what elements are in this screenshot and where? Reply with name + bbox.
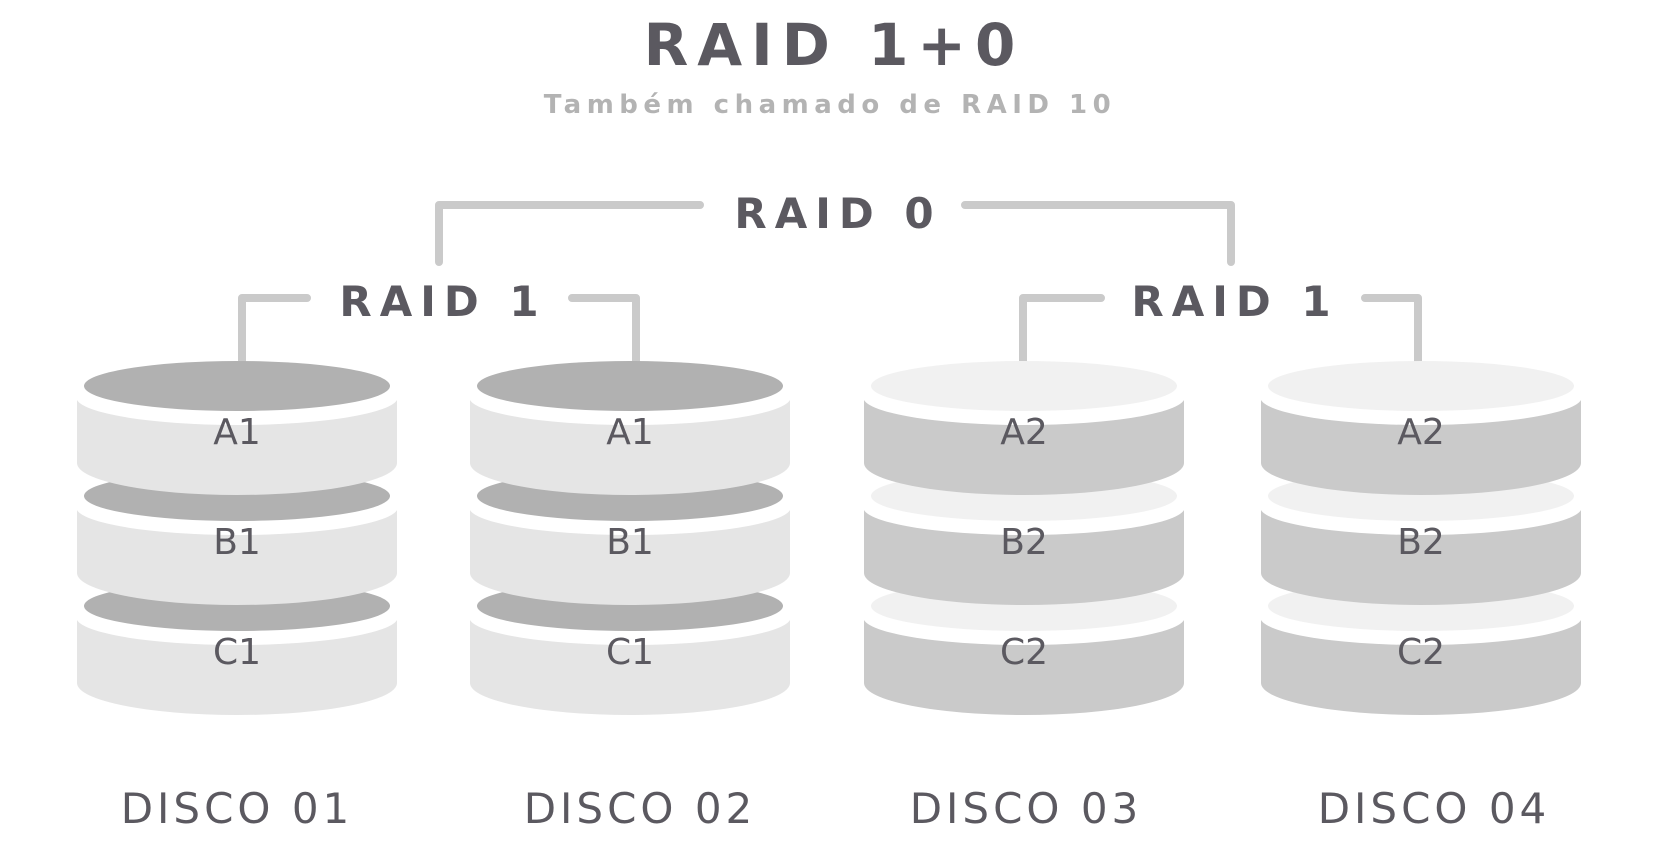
disk-04: C2 B2 A2 bbox=[1260, 361, 1582, 715]
platter-top bbox=[1268, 361, 1574, 411]
raid1-bracket-left-pair: RAID 1 bbox=[238, 277, 640, 397]
platter-body bbox=[1261, 617, 1581, 715]
block-label: B2 bbox=[1000, 522, 1048, 563]
platter-body bbox=[1261, 507, 1581, 605]
platter-b2: B2 bbox=[1260, 471, 1582, 605]
block-label: C1 bbox=[213, 632, 261, 673]
disk-label-03: DISCO 03 bbox=[910, 784, 1143, 833]
disk-label-01: DISCO 01 bbox=[121, 784, 354, 833]
block-label: C2 bbox=[1397, 632, 1445, 673]
diagram-subtitle: Também chamado de RAID 10 bbox=[544, 90, 1116, 120]
block-label: B1 bbox=[606, 522, 654, 563]
raid0-bracket-right-line bbox=[961, 201, 1235, 266]
block-label: A1 bbox=[606, 412, 654, 453]
platter-body bbox=[470, 617, 790, 715]
disk-02: C1 B1 A1 bbox=[469, 361, 791, 715]
platter-body bbox=[77, 507, 397, 605]
platter-body bbox=[864, 507, 1184, 605]
raid1-right-label: RAID 1 bbox=[1131, 277, 1338, 326]
block-label: B2 bbox=[1397, 522, 1445, 563]
raid0-bracket: RAID 0 bbox=[435, 189, 1235, 266]
disk-label-04: DISCO 04 bbox=[1318, 784, 1551, 833]
block-label: C2 bbox=[1000, 632, 1048, 673]
platter-a1: A1 bbox=[469, 361, 791, 495]
platter-top bbox=[477, 361, 783, 411]
disk-label-02: DISCO 02 bbox=[524, 784, 757, 833]
block-label: A1 bbox=[213, 412, 261, 453]
platter-a2: A2 bbox=[1260, 361, 1582, 495]
platter-body bbox=[864, 617, 1184, 715]
platter-body bbox=[77, 397, 397, 495]
block-label: C1 bbox=[606, 632, 654, 673]
block-label: B1 bbox=[213, 522, 261, 563]
platter-body bbox=[864, 397, 1184, 495]
block-label: A2 bbox=[1397, 412, 1445, 453]
raid1-left-label: RAID 1 bbox=[339, 277, 546, 326]
block-label: A2 bbox=[1000, 412, 1048, 453]
platter-body bbox=[1261, 397, 1581, 495]
platter-a2: A2 bbox=[863, 361, 1185, 495]
disk-01: C1 B1 A1 bbox=[76, 361, 398, 715]
platter-a1: A1 bbox=[76, 361, 398, 495]
raid0-bracket-left-line bbox=[435, 201, 704, 266]
platter-top bbox=[871, 361, 1177, 411]
platter-body bbox=[77, 617, 397, 715]
diagram-title: RAID 1+0 bbox=[644, 11, 1025, 79]
platter-body bbox=[470, 397, 790, 495]
disk-03: C2 B2 A2 bbox=[863, 361, 1185, 715]
raid0-label: RAID 0 bbox=[734, 189, 941, 238]
platter-body bbox=[470, 507, 790, 605]
platter-top bbox=[84, 361, 390, 411]
